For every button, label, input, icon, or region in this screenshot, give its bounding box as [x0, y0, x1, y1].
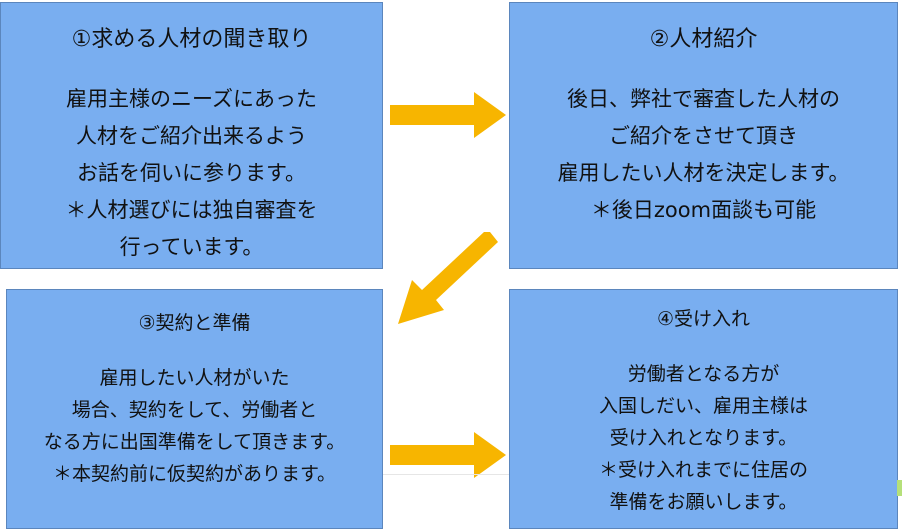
- step-1-body: 雇用主様のニーズにあった 人材をご紹介出来るよう お話を伺いに参ります。 ＊人材…: [1, 81, 382, 266]
- step-2-body: 後日、弊社で審査した人材の ご紹介をさせて頂き 雇用したい人材を決定します。 ＊…: [510, 81, 897, 229]
- step-1-line: お話を伺いに参ります。: [77, 161, 306, 185]
- step-1-line: ＊人材選びには独自審査を: [65, 198, 318, 222]
- arrow-right-icon: [390, 432, 506, 478]
- step-2-title: ②人材紹介: [649, 27, 758, 52]
- step-2-box: ②人材紹介 後日、弊社で審査した人材の ご紹介をさせて頂き 雇用したい人材を決定…: [509, 2, 898, 269]
- step-4-line: 労働者となる方が: [627, 363, 780, 385]
- step-3-box: ③契約と準備 雇用したい人材がいた 場合、契約をして、労働者と なる方に出国準備…: [6, 289, 383, 529]
- step-3-body: 雇用したい人材がいた 場合、契約をして、労働者と なる方に出国準備をして頂きます…: [7, 362, 382, 490]
- divider-line: [383, 474, 509, 475]
- step-4-line: 受け入れとなります。: [609, 427, 798, 449]
- step-4-title: ④受け入れ: [656, 308, 751, 330]
- arrow-right-icon: [390, 92, 506, 138]
- step-3-line: 雇用したい人材がいた: [99, 367, 290, 389]
- step-4-line: ＊受け入れまでに住居の: [598, 459, 808, 481]
- step-2-line: ご紹介をさせて頂き: [609, 124, 798, 148]
- step-4-box: ④受け入れ 労働者となる方が 入国しだい、雇用主様は 受け入れとなります。 ＊受…: [509, 289, 898, 529]
- step-3-line: 場合、契約をして、労働者と: [71, 399, 318, 421]
- step-2-line: ＊後日zoom面談も可能: [590, 198, 817, 222]
- step-3-title: ③契約と準備: [138, 312, 251, 334]
- step-2-line: 後日、弊社で審査した人材の: [567, 87, 840, 111]
- edge-decoration: [897, 480, 902, 496]
- step-1-line: 人材をご紹介出来るよう: [76, 124, 307, 148]
- arrow-down-left-icon: [398, 232, 498, 324]
- step-3-line: ＊本契約前に仮契約があります。: [52, 463, 337, 485]
- step-1-title: ①求める人材の聞き取り: [71, 27, 312, 52]
- step-1-line: 行っています。: [119, 235, 264, 259]
- step-4-body: 労働者となる方が 入国しだい、雇用主様は 受け入れとなります。 ＊受け入れまでに…: [510, 358, 897, 518]
- step-3-line: なる方に出国準備をして頂きます。: [43, 431, 346, 453]
- step-1-line: 雇用主様のニーズにあった: [66, 87, 317, 111]
- step-2-line: 雇用したい人材を決定します。: [557, 161, 850, 185]
- step-4-line: 準備をお願いします。: [609, 491, 798, 513]
- step-4-line: 入国しだい、雇用主様は: [598, 395, 808, 417]
- step-1-box: ①求める人材の聞き取り 雇用主様のニーズにあった 人材をご紹介出来るよう お話を…: [0, 2, 383, 269]
